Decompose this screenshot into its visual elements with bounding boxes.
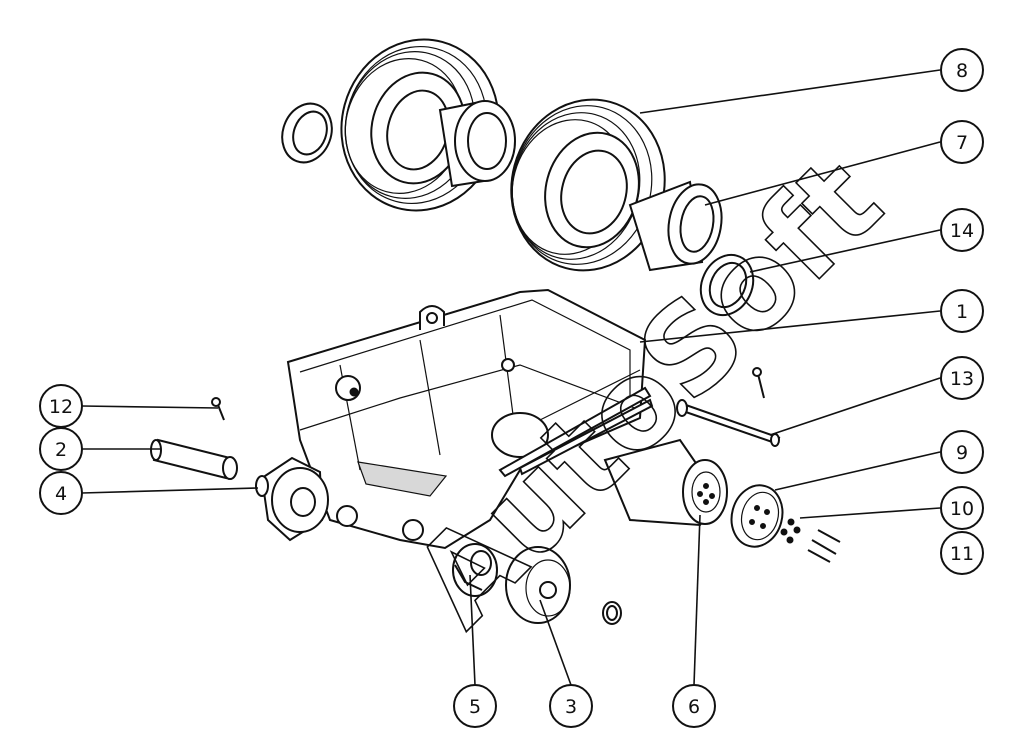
callout-8: 8 [940,48,984,92]
roller [505,546,571,624]
callout-6: 6 [672,684,716,728]
callout-label: 12 [49,396,73,418]
callout-4: 4 [39,471,83,515]
callout-5: 5 [453,684,497,728]
callout-label: 2 [55,439,67,461]
callout-3: 3 [549,684,593,728]
callout-14: 14 [940,208,984,252]
bearing-sleeve [628,180,723,272]
long-pin [676,399,781,447]
callout-label: 6 [688,696,700,718]
cylinder [603,438,728,527]
seal-ring-left [281,102,333,164]
callout-10: 10 [940,486,984,530]
callout-label: 7 [956,132,968,154]
callout-label: 14 [950,220,974,242]
callout-2: 2 [39,427,83,471]
fasteners [780,518,841,563]
pulley-right [510,98,666,272]
main-frame [286,288,654,550]
callout-label: 11 [950,543,974,565]
callout-7: 7 [940,120,984,164]
callout-label: 13 [950,368,974,390]
callout-11: 11 [940,531,984,575]
callout-label: 9 [956,442,968,464]
spacer [452,543,498,597]
callout-12: 12 [39,384,83,428]
end-cap [730,484,784,548]
callout-9: 9 [940,430,984,474]
seal-ring-right [699,253,755,317]
callout-label: 3 [565,696,577,718]
callout-13: 13 [940,356,984,400]
callout-label: 4 [55,483,67,505]
pulley-left [340,38,500,212]
callout-label: 8 [956,60,968,82]
callout-label: 5 [469,696,481,718]
cotter-pin-left [211,397,225,421]
callout-label: 1 [956,301,968,323]
shaft-left [150,438,238,480]
bushing-middle [438,100,516,188]
callout-label: 10 [950,498,974,520]
cotter-pin-right [752,367,765,399]
wheel-left [255,456,329,542]
washer-small [602,601,622,625]
leader-lines [81,69,941,686]
callout-1: 1 [940,289,984,333]
